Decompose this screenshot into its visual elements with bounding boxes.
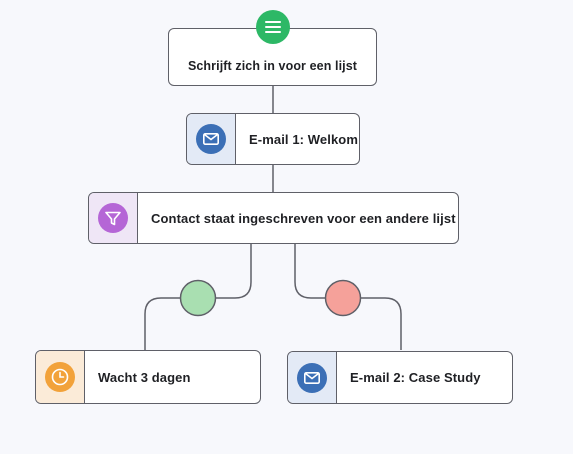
filter-icon: [98, 203, 128, 233]
branch-yes-dot[interactable]: [179, 279, 217, 317]
wait-label: Wacht 3 dagen: [98, 369, 191, 385]
condition-label: Contact staat ingeschreven voor een ande…: [151, 210, 456, 226]
email1-label: E-mail 1: Welkom: [249, 131, 359, 147]
clock-icon: [45, 362, 75, 392]
mail-icon: [196, 124, 226, 154]
email1-icon-panel: [187, 114, 236, 164]
condition-icon-panel: [89, 193, 138, 243]
condition-node[interactable]: Contact staat ingeschreven voor een ande…: [88, 192, 459, 244]
branch-no-dot[interactable]: [324, 279, 362, 317]
email2-label: E-mail 2: Case Study: [350, 370, 481, 385]
mail-icon: [297, 362, 327, 393]
email1-node[interactable]: E-mail 1: Welkom: [186, 113, 360, 165]
wait-icon-panel: [36, 351, 85, 403]
email2-icon-panel: [288, 352, 337, 403]
email2-node[interactable]: E-mail 2: Case Study: [287, 351, 513, 404]
list-icon: [256, 10, 290, 44]
trigger-label: Schrijft zich in voor een lijst: [187, 59, 358, 73]
wait-node[interactable]: Wacht 3 dagen: [35, 350, 261, 404]
